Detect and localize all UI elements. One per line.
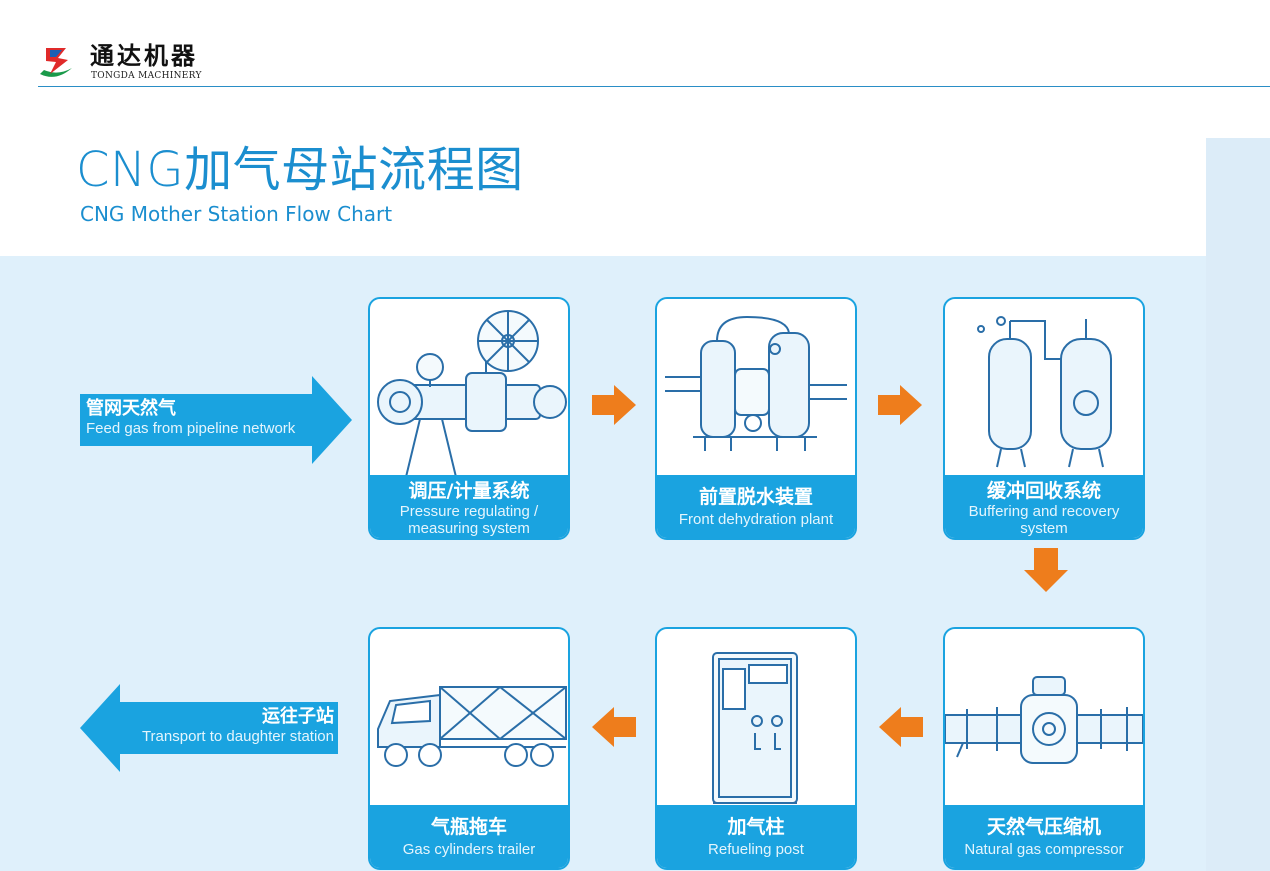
step-label: 前置脱水装置 Front dehydration plant [657,475,855,538]
logo-mark-icon [40,48,72,77]
step-label: 加气柱 Refueling post [657,805,855,868]
step-title-cn: 天然气压缩机 [986,816,1101,838]
logo-chinese-name: 通达机器 [90,42,198,70]
connector-arrow-left [592,707,636,747]
input-arrow [80,376,352,464]
step-title-en: Gas cylinders trailer [402,841,536,858]
step-title-en-line2: measuring system [408,520,530,537]
step-label: 天然气压缩机 Natural gas compressor [945,805,1143,868]
connector-arrow-right [592,385,636,425]
valve-pipeline-icon [377,310,567,477]
step-title-en: Natural gas compressor [964,841,1124,858]
refueling-post-icon [712,652,798,804]
input-label-en: Feed gas from pipeline network [86,420,296,437]
company-logo: 通达机器 TONGDA MACHINERY [36,42,226,84]
dehydration-unit-icon [665,315,847,451]
connector-arrow-right [878,385,922,425]
step-card-trailer: 气瓶拖车 Gas cylinders trailer [368,627,570,870]
connector-arrow-down [1024,548,1068,592]
step-card-dehydration: 前置脱水装置 Front dehydration plant [655,297,857,540]
logo-english-name: TONGDA MACHINERY [91,71,202,81]
page-subtitle: CNG Mother Station Flow Chart [80,202,393,226]
step-title-en-line1: Pressure regulating / [399,503,539,520]
header-divider [38,86,1270,87]
step-title-cn: 前置脱水装置 [698,486,813,508]
step-title-en: Front dehydration plant [678,511,834,528]
output-arrow-label: 运往子站 Transport to daughter station [104,706,334,746]
step-card-buffering: 缓冲回收系统 Buffering and recovery system [943,297,1145,540]
output-arrow [80,684,338,772]
step-title-cn: 气瓶拖车 [430,816,507,838]
connector-arrow-left [879,707,923,747]
step-card-refueling-post: 加气柱 Refueling post [655,627,857,870]
step-title-en: Refueling post [708,841,804,858]
output-label-en: Transport to daughter station [141,728,334,745]
step-title-cn: 加气柱 [727,816,785,838]
step-label: 调压/计量系统 Pressure regulating / measuring … [370,475,568,538]
input-arrow-label: 管网天然气 Feed gas from pipeline network [86,398,295,438]
step-card-pressure-regulating: 调压/计量系统 Pressure regulating / measuring … [368,297,570,540]
step-title-en-line1: Buffering and recovery [968,503,1120,520]
buffer-tanks-icon [977,316,1112,468]
step-title-cn: 缓冲回收系统 [986,480,1101,502]
page-title: CNG加气母站流程图 [76,142,524,198]
step-card-compressor: 天然气压缩机 Natural gas compressor [943,627,1145,870]
step-title-cn: 调压/计量系统 [408,480,530,502]
step-title-en-line2: system [1020,520,1068,537]
step-label: 气瓶拖车 Gas cylinders trailer [370,805,568,868]
input-label-cn: 管网天然气 [86,398,176,419]
output-label-cn: 运往子站 [262,706,334,727]
step-label: 缓冲回收系统 Buffering and recovery system [945,475,1143,538]
tube-trailer-icon [377,686,567,767]
compressor-icon [945,676,1143,764]
right-side-panel [1206,138,1270,871]
